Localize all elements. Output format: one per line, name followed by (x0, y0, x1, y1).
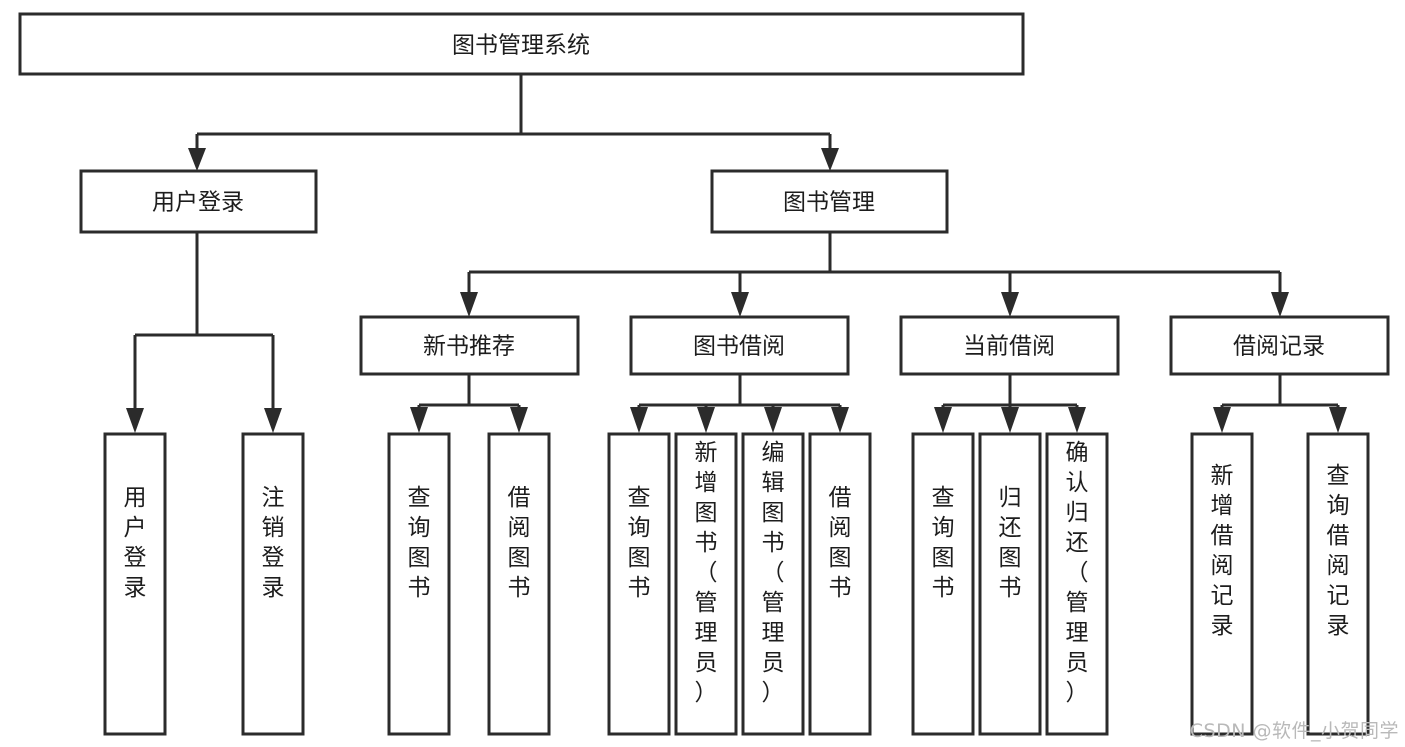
leaf-query-record-box[interactable] (1306, 432, 1370, 736)
connector-group-root (188, 74, 839, 171)
leaf-edit-book-box[interactable] (741, 432, 805, 736)
node-root-label: 图书管理系统 (452, 33, 590, 59)
node-current-borrow-label: 当前借阅 (963, 334, 1055, 360)
leaf-query-book-2-label: 查询图书 (628, 485, 651, 601)
node-user-login-label: 用户登录 (152, 190, 244, 216)
leaf-user-logout[interactable]: 注销登录 (241, 432, 305, 736)
leaf-add-record[interactable]: 新增借阅记录 (1190, 432, 1254, 736)
arrow-head-book-manage (821, 148, 839, 171)
arrow-head-return-book (1001, 407, 1019, 433)
leaf-return-book-box[interactable] (978, 432, 1042, 736)
node-user-login-box[interactable] (79, 169, 318, 234)
leaf-query-book-3[interactable]: 查询图书 (911, 432, 975, 736)
leaf-borrow-book-1-box[interactable] (487, 432, 551, 736)
leaf-query-book-3-box[interactable] (911, 432, 975, 736)
leaf-return-book[interactable]: 归还图书 (978, 432, 1042, 736)
leaf-borrow-book-2-box[interactable] (808, 432, 872, 736)
leaf-query-book-1-label: 查询图书 (408, 485, 431, 601)
leaf-user-login-box[interactable] (103, 432, 167, 736)
arrow-head-new-book-recommend (460, 292, 478, 317)
leaf-user-login-label: 用户登录 (124, 485, 147, 601)
node-borrow-record[interactable]: 借阅记录 (1169, 315, 1390, 376)
node-root[interactable]: 图书管理系统 (18, 12, 1025, 76)
arrow-head-user-login (188, 148, 206, 171)
connector-group-current-borrow (934, 374, 1086, 433)
connector-group-new-book-recommend (410, 374, 528, 433)
node-root-box[interactable] (18, 12, 1025, 76)
leaf-query-record[interactable]: 查询借阅记录 (1306, 432, 1370, 736)
node-user-login[interactable]: 用户登录 (79, 169, 318, 234)
leaf-user-logout-label: 注销登录 (262, 485, 285, 601)
leaf-user-login[interactable]: 用户登录 (103, 432, 167, 736)
leaf-add-book-box[interactable] (674, 432, 738, 736)
node-book-manage-label: 图书管理 (783, 190, 875, 216)
leaf-borrow-book-1[interactable]: 借阅图书 (487, 432, 551, 736)
leaf-query-record-label: 查询借阅记录 (1327, 463, 1350, 639)
node-book-borrow-box[interactable] (629, 315, 850, 376)
connector-group-user-login (126, 232, 282, 433)
arrow-head-edit-book (764, 407, 782, 433)
leaf-borrow-book-2[interactable]: 借阅图书 (808, 432, 872, 736)
leaf-edit-book[interactable]: 编辑图书（管理员） (741, 432, 805, 736)
leaf-user-logout-box[interactable] (241, 432, 305, 736)
node-current-borrow-box[interactable] (899, 315, 1120, 376)
node-borrow-record-label: 借阅记录 (1233, 334, 1325, 360)
arrow-head-query-book-2 (630, 407, 648, 433)
leaf-query-book-1-box[interactable] (387, 432, 451, 736)
leaf-query-book-2-box[interactable] (607, 432, 671, 736)
leaf-add-book[interactable]: 新增图书（管理员） (674, 432, 738, 736)
node-new-book-recommend-label: 新书推荐 (423, 334, 515, 360)
arrow-head-confirm-return (1068, 407, 1086, 433)
leaf-confirm-return-label: 确认归还（管理员） (1066, 440, 1089, 706)
arrow-head-add-record (1213, 407, 1231, 433)
arrow-head-borrow-book-2 (831, 407, 849, 433)
leaf-query-book-1[interactable]: 查询图书 (387, 432, 451, 736)
leaf-add-record-box[interactable] (1190, 432, 1254, 736)
node-current-borrow[interactable]: 当前借阅 (899, 315, 1120, 376)
node-book-borrow-label: 图书借阅 (693, 334, 785, 360)
arrow-head-query-book-1 (410, 407, 428, 433)
node-new-book-recommend[interactable]: 新书推荐 (359, 315, 580, 376)
arrow-head-borrow-book-1 (510, 407, 528, 433)
leaf-borrow-book-1-label: 借阅图书 (508, 485, 531, 601)
connector-group-borrow-record (1213, 374, 1347, 433)
arrow-head-add-book (697, 407, 715, 433)
arrow-head-query-record (1329, 407, 1347, 433)
leaf-query-book-2[interactable]: 查询图书 (607, 432, 671, 736)
leaf-confirm-return-box[interactable] (1045, 432, 1109, 736)
arrow-head-query-book-3 (934, 407, 952, 433)
arrow-head-leaf-user-logout (264, 408, 282, 433)
arrow-head-leaf-user-login (126, 408, 144, 433)
connector-group-book-manage (460, 232, 1289, 317)
node-new-book-recommend-box[interactable] (359, 315, 580, 376)
arrow-head-borrow-record (1271, 292, 1289, 317)
arrow-head-current-borrow (1001, 292, 1019, 317)
leaf-confirm-return[interactable]: 确认归还（管理员） (1045, 432, 1109, 736)
node-borrow-record-box[interactable] (1169, 315, 1390, 376)
connector-group-book-borrow (630, 374, 849, 433)
leaf-edit-book-label: 编辑图书（管理员） (762, 440, 785, 706)
leaf-add-book-label: 新增图书（管理员） (695, 440, 718, 706)
leaf-query-book-3-label: 查询图书 (932, 485, 955, 601)
node-book-borrow[interactable]: 图书借阅 (629, 315, 850, 376)
node-book-manage[interactable]: 图书管理 (710, 169, 949, 234)
leaf-add-record-label: 新增借阅记录 (1211, 463, 1234, 639)
leaf-borrow-book-2-label: 借阅图书 (829, 485, 852, 601)
arrow-head-book-borrow (731, 292, 749, 317)
leaf-return-book-label: 归还图书 (999, 485, 1022, 601)
node-book-manage-box[interactable] (710, 169, 949, 234)
csdn-watermark: CSDN @软件_小贺同学 (1189, 720, 1399, 742)
